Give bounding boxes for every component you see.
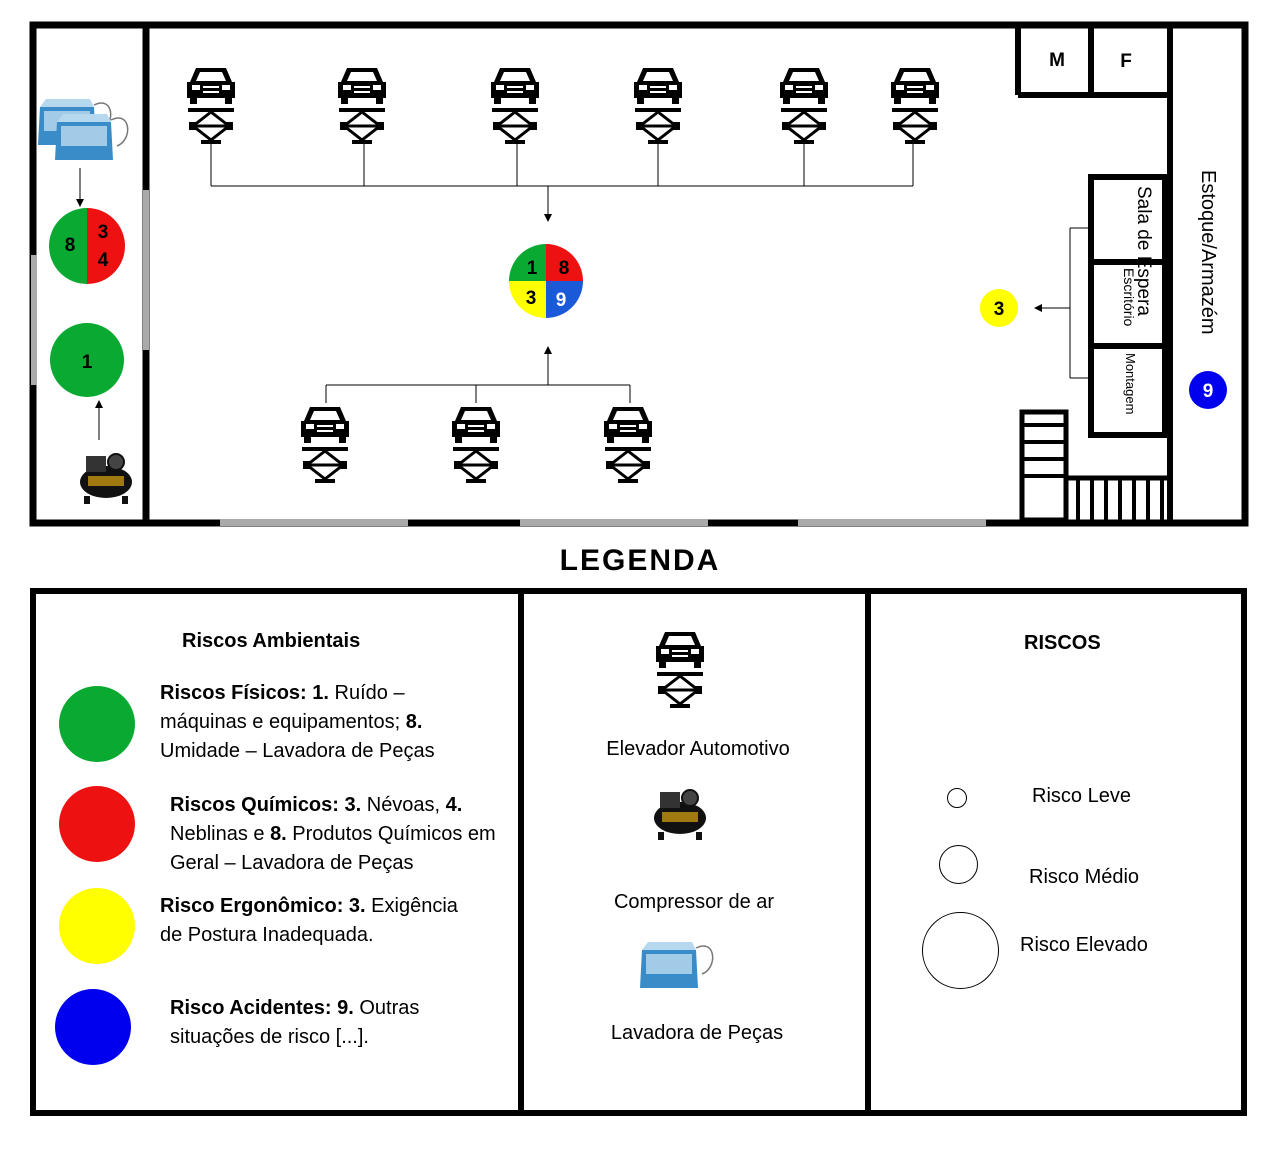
svg-text:8: 8 xyxy=(65,235,76,256)
risk-medium-label: Risco Médio xyxy=(1029,866,1140,888)
accident-risk-marker xyxy=(1189,371,1227,409)
physical-risk-dot xyxy=(59,686,135,762)
chemical-risk-text: Riscos Químicos: 3. Névoas, 4. Neblinas … xyxy=(170,794,496,874)
room-assembly: Montagem xyxy=(1123,353,1138,414)
risk-high-circle xyxy=(922,912,999,989)
room-waiting: Sala de Espera xyxy=(1133,186,1154,316)
room-male: M xyxy=(1049,50,1065,71)
washer-risk-marker: 8 3 4 xyxy=(49,208,125,284)
risk-medium-circle xyxy=(939,845,978,884)
room-office: Escritório xyxy=(1121,268,1137,327)
lift-icon xyxy=(299,405,654,485)
compressor-risk-marker xyxy=(50,323,124,397)
central-risk-marker: 1 8 3 9 xyxy=(509,244,583,318)
legend-washer-label: Lavadora de Peças xyxy=(610,1022,784,1044)
room-female: F xyxy=(1120,51,1132,72)
lift-icon xyxy=(185,66,941,146)
accident-risk-text: Risco Acidentes: 9. Outras situações de … xyxy=(170,997,420,1048)
svg-text:4: 4 xyxy=(98,250,109,271)
ergonomic-risk-dot xyxy=(59,888,135,964)
legend-lift-label: Elevador Automotivo xyxy=(606,738,790,760)
svg-text:8: 8 xyxy=(559,258,570,279)
risk-light-label: Risco Leve xyxy=(1032,785,1131,807)
chemical-risk-dot xyxy=(59,786,135,862)
svg-text:9: 9 xyxy=(556,290,567,311)
svg-text:3: 3 xyxy=(526,288,537,309)
ergonomic-risk-text: Risco Ergonômico: 3. Exigência de Postur… xyxy=(160,895,458,946)
svg-text:3: 3 xyxy=(994,299,1005,320)
physical-risk-text: Riscos Físicos: 1. Ruído – máquinas e eq… xyxy=(160,682,435,762)
environmental-heading: Riscos Ambientais xyxy=(182,630,361,652)
risk-high-label: Risco Elevado xyxy=(1020,934,1148,956)
legend-compressor-label: Compressor de ar xyxy=(613,891,775,913)
ergonomic-risk-marker xyxy=(980,289,1018,327)
svg-text:1: 1 xyxy=(82,352,93,373)
svg-text:9: 9 xyxy=(1203,381,1214,402)
accident-risk-dot xyxy=(55,989,131,1065)
room-storage: Estoque/Armazém xyxy=(1197,170,1219,335)
compressor-icon xyxy=(79,453,133,505)
central-number-1: 1 xyxy=(527,258,538,279)
risk-light-circle xyxy=(947,788,967,808)
legend-title: LEGENDA xyxy=(559,544,721,577)
risk-levels-heading: RISCOS xyxy=(1024,632,1101,654)
risk-levels-box xyxy=(865,588,1247,1116)
svg-text:3: 3 xyxy=(98,222,109,243)
